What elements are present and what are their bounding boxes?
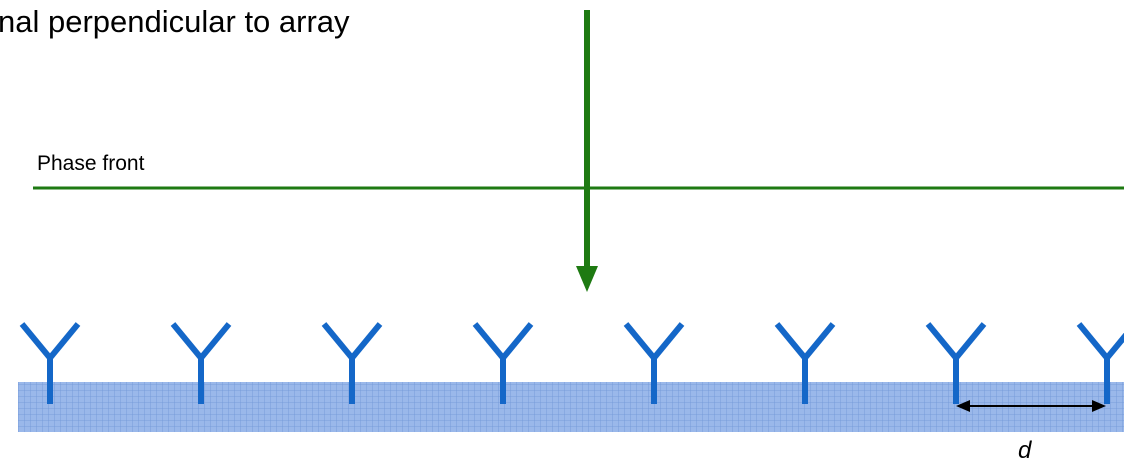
antenna-element xyxy=(1076,322,1124,404)
incident-signal-arrow xyxy=(576,10,598,292)
spacing-label: d xyxy=(1018,437,1032,464)
spacing-arrowhead-left xyxy=(956,400,970,412)
antenna-elements xyxy=(19,322,1124,404)
antenna-element xyxy=(472,322,534,404)
spacing-arrowhead-right xyxy=(1092,400,1106,412)
spacing-dimension xyxy=(956,400,1106,412)
antenna-element xyxy=(321,322,383,404)
antenna-element xyxy=(623,322,685,404)
antenna-element xyxy=(170,322,232,404)
signal-direction-title: nal perpendicular to array xyxy=(0,4,350,39)
antenna-element xyxy=(925,322,987,404)
signal-arrow-head xyxy=(576,266,598,292)
antenna-element xyxy=(774,322,836,404)
antenna-element xyxy=(19,322,81,404)
phase-front-label: Phase front xyxy=(37,152,145,175)
